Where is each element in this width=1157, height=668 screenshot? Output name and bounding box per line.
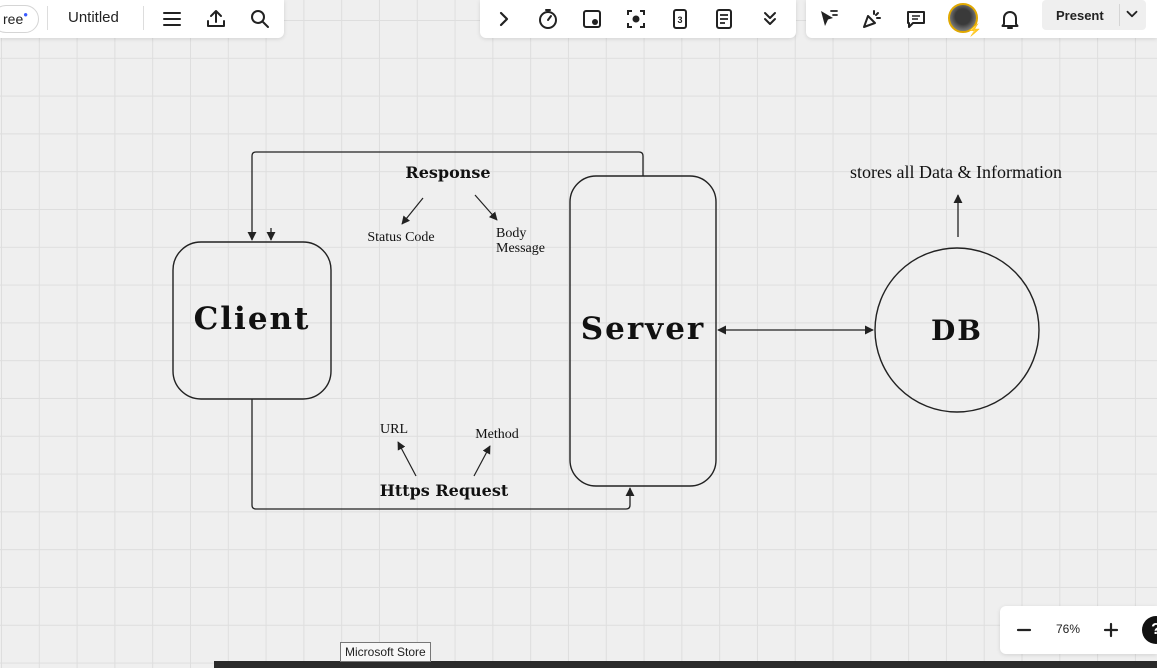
https-request-label[interactable]: Https Request	[380, 481, 509, 500]
zoom-level[interactable]: 76%	[1055, 622, 1081, 636]
focus-button[interactable]	[622, 5, 650, 33]
search-icon	[251, 10, 269, 28]
separator	[143, 6, 144, 30]
export-button[interactable]	[202, 5, 230, 33]
tools-panel: 3	[480, 0, 796, 38]
board-header-panel: ree● Untitled	[0, 0, 284, 38]
board-title[interactable]: Untitled	[68, 9, 119, 26]
url-arrow[interactable]	[397, 441, 417, 477]
separator	[47, 6, 48, 30]
response-connector[interactable]	[247, 151, 644, 241]
response-label[interactable]: Response	[405, 163, 490, 182]
status-code-label[interactable]: Status Code	[367, 230, 434, 245]
badge-dot-icon: ●	[23, 9, 29, 19]
body-message-arrow[interactable]	[474, 194, 498, 221]
page-number-icon: 3	[673, 9, 687, 29]
body-label[interactable]: Body	[496, 226, 526, 241]
notifications-button[interactable]	[996, 5, 1024, 33]
expand-tools-button[interactable]	[490, 5, 518, 33]
url-label[interactable]: URL	[380, 422, 408, 437]
comment-icon	[907, 11, 925, 28]
page-number-button[interactable]: 3	[666, 5, 694, 33]
notes-button[interactable]	[710, 5, 738, 33]
collaboration-panel: ⚡ Present	[806, 0, 1157, 38]
help-icon: ?	[1151, 621, 1157, 639]
celebrate-icon	[863, 10, 881, 28]
follow-cursor-button[interactable]	[814, 5, 842, 33]
avatar[interactable]: ⚡	[948, 3, 982, 37]
more-tools-button[interactable]	[756, 5, 784, 33]
zoom-in-button[interactable]	[1097, 616, 1125, 644]
chevron-down-icon[interactable]	[1123, 5, 1141, 23]
comments-button[interactable]	[902, 5, 930, 33]
taskbar-tooltip: Microsoft Store	[340, 642, 431, 662]
celebrate-button[interactable]	[858, 5, 886, 33]
menu-button[interactable]	[158, 5, 186, 33]
double-chevron-down-icon	[764, 12, 776, 25]
notes-icon	[716, 9, 732, 29]
timer-icon	[539, 9, 557, 29]
chevron-right-icon	[499, 11, 509, 27]
client-label[interactable]: Client	[194, 301, 311, 337]
zoom-out-button[interactable]	[1010, 616, 1038, 644]
timer-button[interactable]	[534, 5, 562, 33]
present-label: Present	[1056, 7, 1104, 23]
svg-text:3: 3	[677, 15, 682, 25]
server-label[interactable]: Server	[581, 311, 706, 347]
method-arrow[interactable]	[473, 445, 491, 477]
plan-badge[interactable]: ree●	[0, 5, 40, 33]
sticky-note-button[interactable]	[578, 5, 606, 33]
search-button[interactable]	[246, 5, 274, 33]
bell-icon	[1001, 11, 1019, 29]
request-connector[interactable]	[251, 399, 635, 510]
upload-icon	[207, 10, 225, 27]
db-label[interactable]: DB	[931, 314, 983, 347]
plus-icon	[1103, 622, 1119, 638]
status-code-arrow[interactable]	[401, 197, 424, 225]
plan-badge-label: ree	[3, 11, 24, 27]
minus-icon	[1016, 628, 1032, 632]
zoom-controls: 76% ?	[1000, 606, 1157, 654]
db-note-label[interactable]: stores all Data & Information	[850, 162, 1062, 182]
focus-frame-icon	[627, 10, 645, 28]
bolt-icon: ⚡	[967, 23, 982, 37]
help-button[interactable]: ?	[1142, 616, 1157, 644]
os-taskbar-edge	[214, 661, 1157, 668]
sticky-note-icon	[583, 10, 601, 28]
separator	[1119, 4, 1120, 26]
db-shape[interactable]	[874, 247, 1040, 413]
present-button[interactable]: Present	[1042, 0, 1146, 30]
cursor-follow-icon	[821, 10, 838, 26]
method-label[interactable]: Method	[475, 427, 519, 442]
message-label[interactable]: Message	[496, 241, 545, 256]
menu-icon	[163, 12, 181, 26]
